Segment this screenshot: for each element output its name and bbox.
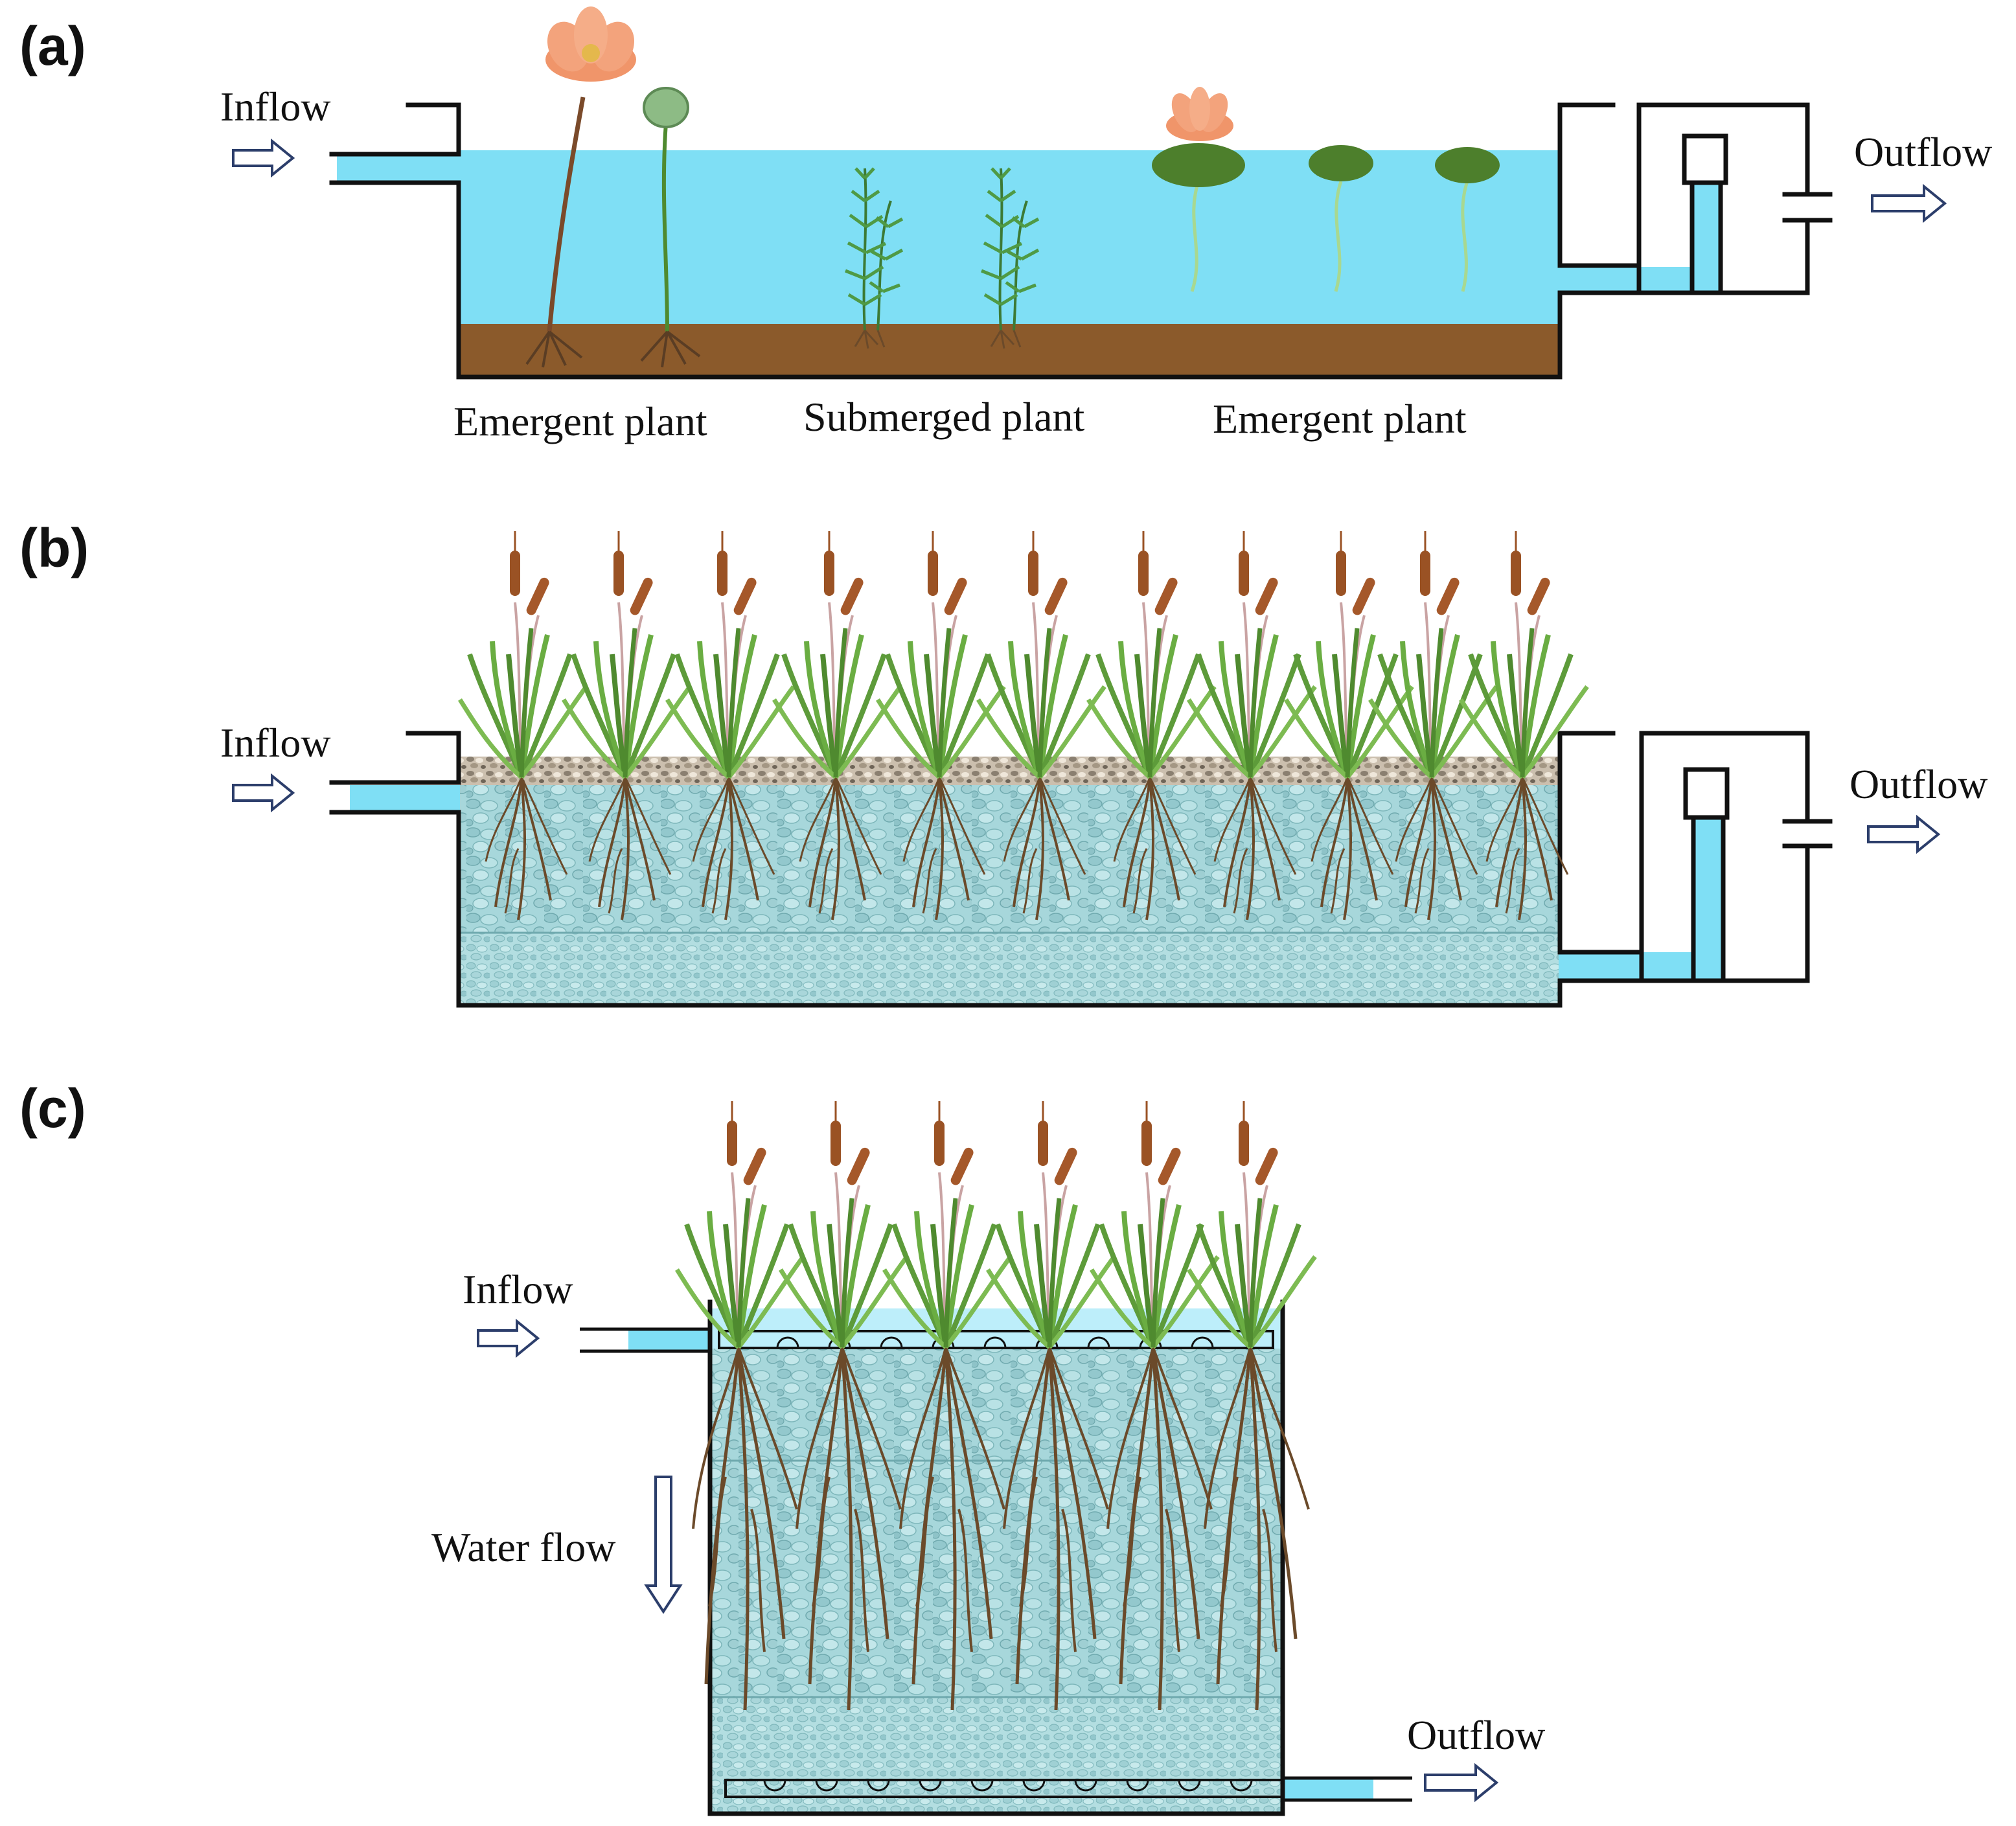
outlet-riser-water (1692, 183, 1721, 293)
panel-c-label: (c) (19, 1078, 86, 1139)
water-lily-1 (1152, 87, 1245, 292)
panel-a: (a) Inflow Outflow (19, 6, 1992, 444)
inlet-pipe-water (337, 154, 460, 183)
soil-layer (460, 324, 1559, 376)
outflow-arrow-icon (1867, 814, 1941, 854)
outflow-label: Outflow (1854, 129, 1992, 175)
outflow-arrow-icon (1871, 183, 1947, 223)
inlet-pipe-water (628, 1329, 710, 1351)
inflow-arrow-icon (232, 773, 295, 813)
water-flow-arrow-icon (644, 1476, 683, 1614)
outflow-label: Outflow (1850, 761, 1987, 807)
inflow-label: Inflow (463, 1266, 573, 1312)
bottom-gravel-layer (710, 1697, 1283, 1814)
inflow-arrow-icon (232, 138, 295, 178)
pebble-surface-layer (460, 757, 1559, 785)
water-flow-label: Water flow (431, 1524, 616, 1570)
outflow-label: Outflow (1407, 1712, 1545, 1758)
panel-c: (c) (19, 1078, 1545, 1816)
outlet-pipe-water (1283, 1778, 1373, 1800)
lotus-plant (525, 6, 636, 368)
panel-b: (b) Inflow Outflow (19, 518, 1987, 1008)
inflow-arrow-icon (477, 1318, 540, 1358)
plant-label-1: Emergent plant (453, 398, 707, 444)
inlet-pipe-water (350, 785, 460, 812)
inflow-label: Inflow (220, 720, 331, 766)
panel-b-label: (b) (19, 518, 89, 578)
outlet-riser-water (1693, 817, 1723, 981)
water-lily-2 (1309, 145, 1373, 292)
lotus-seedpod-plant (640, 87, 701, 368)
inflow-label: Inflow (220, 84, 331, 130)
plant-label-3: Emergent plant (1213, 396, 1467, 442)
panel-a-label: (a) (19, 16, 86, 76)
plant-label-2: Submerged plant (803, 394, 1085, 440)
surface-water (710, 1308, 1283, 1349)
bottom-gravel-layer (460, 933, 1559, 1004)
outflow-arrow-icon (1424, 1763, 1499, 1803)
water-lily-3 (1435, 147, 1500, 292)
pond-water (460, 150, 1559, 324)
